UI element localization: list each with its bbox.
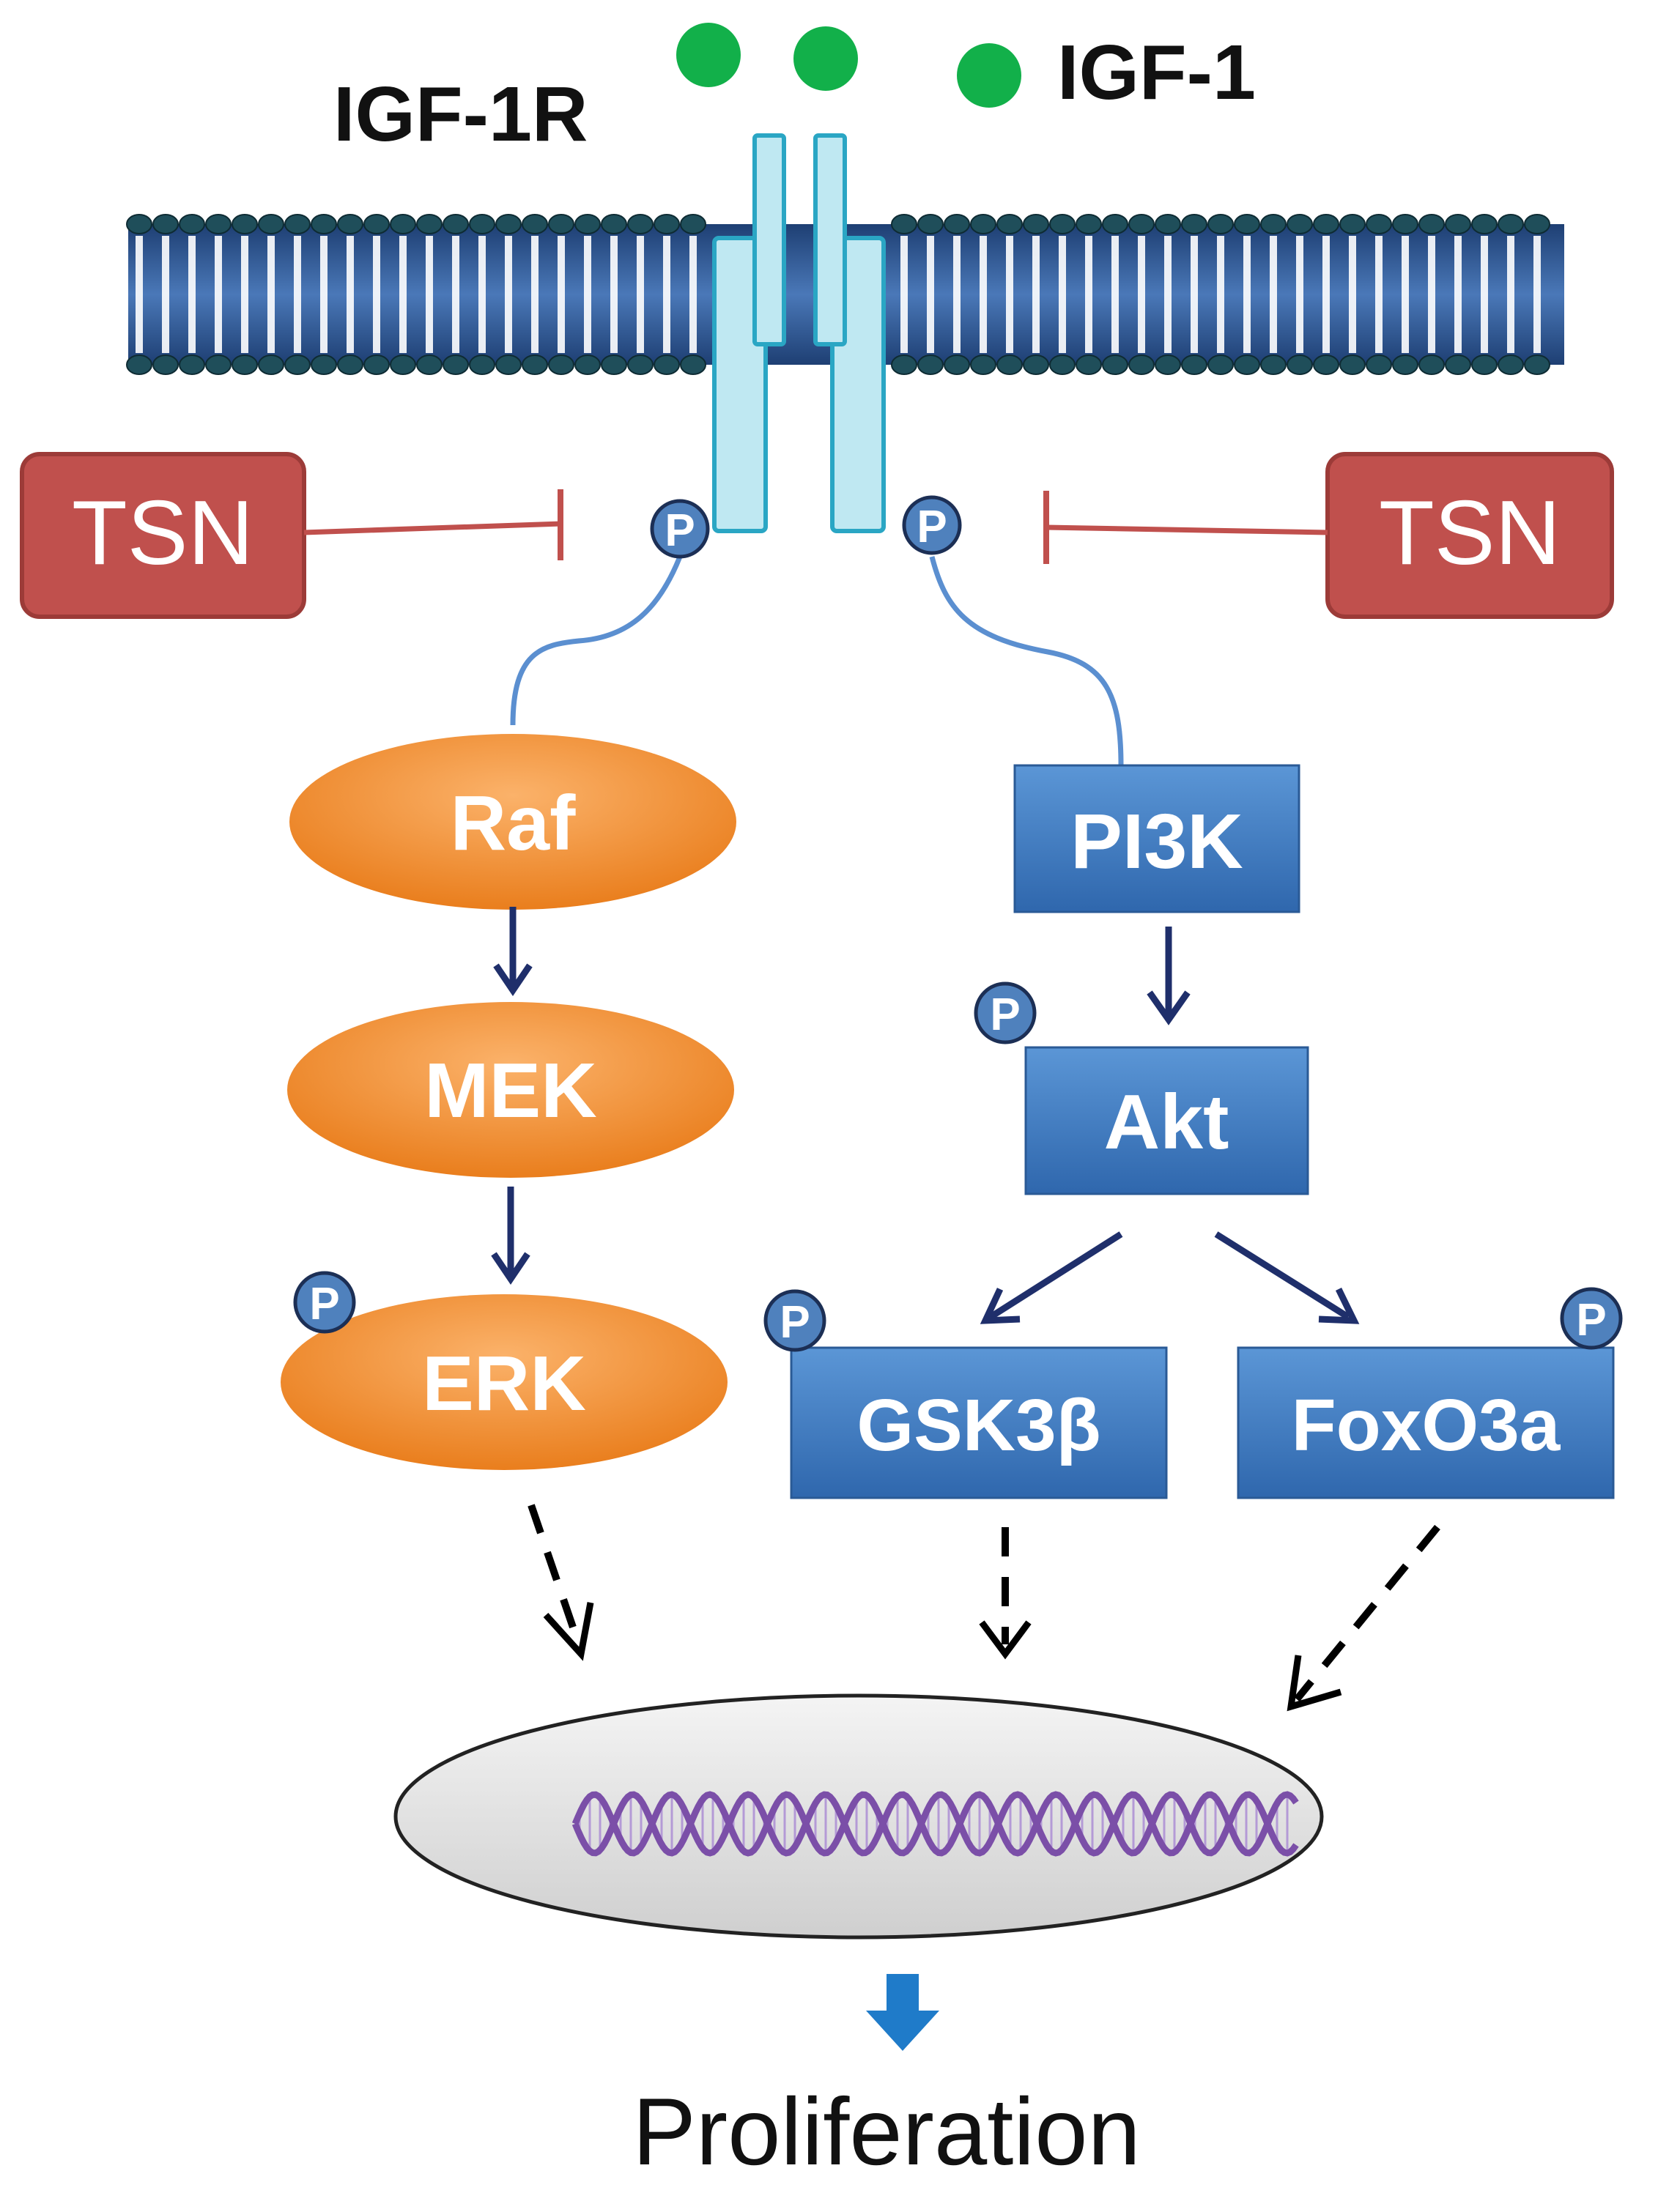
outcome-label: Proliferation [632,2078,1141,2185]
svg-text:P: P [1576,1295,1606,1346]
arrow-pi3k-akt [1147,927,1191,1025]
inhibition-line-right [1043,491,1328,564]
phospho-marker: P [650,499,710,559]
linker-left [510,555,683,726]
dashed-arrow-gsk3b-nucleus [979,1527,1032,1660]
gsk3b-label: GSK3β [856,1384,1100,1466]
linker-right [929,556,1124,766]
svg-text:P: P [309,1279,339,1329]
arrow-mek-erk [491,1187,530,1285]
gsk3b-node: GSK3β [790,1346,1168,1499]
inhibitor-left-label: TSN [72,483,254,584]
foxo3a-label: FoxO3a [1292,1384,1561,1466]
ligand-dot [793,26,858,91]
arrow-akt-gsk3b [980,1231,1123,1324]
phospho-marker: P [902,495,962,555]
lipid-tails [136,236,1541,353]
erk-label: ERK [422,1340,586,1427]
inhibitor-right: TSN [1325,452,1614,619]
pi3k-label: PI3K [1070,798,1243,885]
ligand-dot [957,43,1021,108]
igf1-ligands [676,23,1021,108]
erk-node: ERK [281,1294,728,1470]
arrow-raf-mek [493,907,533,997]
inhibitor-right-label: TSN [1379,483,1561,584]
raf-label: Raf [451,780,577,866]
inhibition-line-left [303,489,563,560]
svg-text:P: P [917,502,947,552]
dna-helix-icon [571,1791,1299,1857]
akt-node: Akt [1024,1046,1309,1195]
igf1r-receptor [712,133,886,533]
pi3k-node: PI3K [1013,764,1300,913]
phospho-marker: P [974,981,1037,1044]
dashed-arrow-foxo3a-nucleus [1287,1524,1440,1712]
ligand-dot [676,23,741,87]
nucleus [393,1693,1324,1940]
svg-text:P: P [665,505,695,556]
phospho-marker: P [1560,1287,1623,1350]
mek-node: MEK [287,1002,734,1178]
foxo3a-node: FoxO3a [1237,1346,1615,1499]
svg-text:P: P [990,990,1020,1040]
phospho-marker: P [763,1289,826,1352]
phospho-marker: P [293,1271,356,1334]
akt-label: Akt [1104,1079,1229,1165]
arrow-akt-foxo3a [1214,1231,1360,1324]
inhibitor-left: TSN [20,452,306,619]
ligand-label: IGF-1 [1057,29,1256,116]
mek-label: MEK [424,1047,597,1134]
raf-node: Raf [289,734,736,910]
svg-text:P: P [780,1297,810,1348]
lipid-heads [126,214,1550,375]
receptor-label: IGF-1R [333,71,588,157]
outcome-arrow [866,1974,939,2051]
dashed-arrow-erk-nucleus [528,1504,594,1661]
